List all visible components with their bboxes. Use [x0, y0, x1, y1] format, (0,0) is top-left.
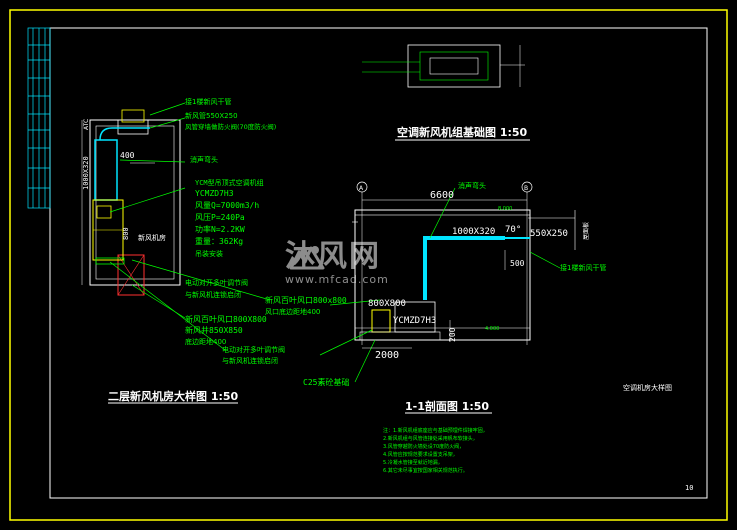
plan-label-tee: 消声弯头 [190, 155, 218, 164]
plan-label-unit-model: YCMZD7H3 [195, 189, 234, 198]
section-label-550x250: 550X250 [530, 229, 568, 239]
section-dim-6600: 6600 [430, 190, 454, 201]
plan-label-supply-pipe: 接1楼新风干管 [185, 97, 231, 106]
plan-label-shaft: 新风井850X850 [185, 325, 243, 335]
watermark: 沐风网 www.mfcad.com [285, 238, 455, 288]
note-line-1: 注：1.新风机组底座应与基础预埋件焊接牢固， [383, 427, 488, 434]
drawing-name: 空调机房大样图 [623, 383, 672, 392]
section-label-duct: 1000X320 [452, 227, 495, 237]
section-label-fresh-inlet: 新风百叶风口800x800 [265, 295, 347, 305]
sheet-number: 10 [685, 484, 693, 492]
plan-label-fire-damper: 风管穿墙做防火阀(70度防火阀) [185, 122, 276, 131]
section-label-roof: 屋面板 [582, 222, 590, 240]
note-line-2: 2.新风机组与风管连接处采用帆布软接头， [383, 435, 478, 442]
watermark-logo-icon [289, 246, 325, 270]
plan-label-silencer2: 与新风机连锁启闭 [185, 290, 241, 299]
plan-label-airflow: 风量Q=7000m3/h [195, 201, 259, 210]
plan-label-fresh-inlet: 新风百叶风口800X800 [185, 314, 267, 324]
section-label-supply: 接1楼新风干管 [560, 263, 606, 272]
plan-label-room: 新风机房 [138, 233, 166, 242]
section-label-angle: 70° [505, 225, 521, 235]
base-view-title: 空调新风机组基础图 1:50 [397, 125, 528, 139]
plan-label-silencer: 电动对开多叶调节阀 [185, 278, 248, 287]
section-dim-500: 500 [510, 259, 525, 268]
section-dim-2000: 2000 [375, 350, 399, 361]
note-line-5: 5.冷凝水管接至就近地漏， [383, 459, 443, 466]
plan-view [81, 102, 271, 404]
plan-label-mount: 吊装安装 [195, 249, 223, 258]
notes-block: 注：1.新风机组底座应与基础预埋件焊接牢固， 2.新风机组与风管连接处采用帆布软… [383, 427, 488, 474]
plan-label-atc: ATC [83, 119, 90, 130]
section-axis-b: B [524, 185, 528, 192]
section-label-damper2: 与新风机连锁启闭 [222, 356, 278, 365]
note-line-6: 6.其它未尽事宜按国家相关规范执行。 [383, 467, 468, 474]
plan-dim-800: 800 [122, 227, 130, 240]
section-level-bottom: 4.000 [485, 326, 499, 332]
section-label-base: C25素砼基础 [303, 377, 349, 387]
section-label-800x800: 800X800 [368, 299, 406, 309]
section-label-unit: YCMZD7H3 [393, 316, 436, 326]
plan-label-power: 功率N=2.2KW [195, 224, 245, 234]
plan-view-title: 二层新风机房大样图 1:50 [108, 389, 239, 403]
plan-label-unit-name: YCM型吊顶式空调机组 [195, 178, 264, 187]
section-level-top: 8.000 [498, 206, 512, 212]
plan-dim-1000x320: 1000X320 [82, 156, 90, 190]
watermark-url: www.mfcad.com [285, 272, 389, 286]
plan-dim-400: 400 [120, 151, 135, 160]
section-label-damper: 电动对开多叶调节阀 [222, 345, 285, 354]
section-dim-200: 200 [448, 327, 457, 342]
section-label-tee: 消声弯头 [458, 181, 486, 190]
section-label-height: 风口底边距地400 [265, 307, 320, 316]
plan-label-duct-size: 新风管550X250 [185, 111, 238, 120]
section-axis-a: A [359, 185, 364, 192]
note-line-4: 4.风管应按规范要求设置支吊架， [383, 451, 458, 458]
section-view-title: 1-1剖面图 1:50 [405, 399, 489, 413]
section-view [319, 181, 576, 414]
plan-label-pressure: 风压P=240Pa [195, 213, 245, 222]
inner-frame [49, 27, 708, 499]
base-view [362, 44, 530, 141]
outer-frame [9, 9, 728, 521]
plan-label-height: 底边距地400 [185, 337, 226, 346]
title-block-strip [27, 27, 51, 209]
plan-label-weight: 重量：362Kg [195, 236, 243, 246]
note-line-3: 3.风管穿越防火墙处设70度防火阀， [383, 443, 464, 450]
